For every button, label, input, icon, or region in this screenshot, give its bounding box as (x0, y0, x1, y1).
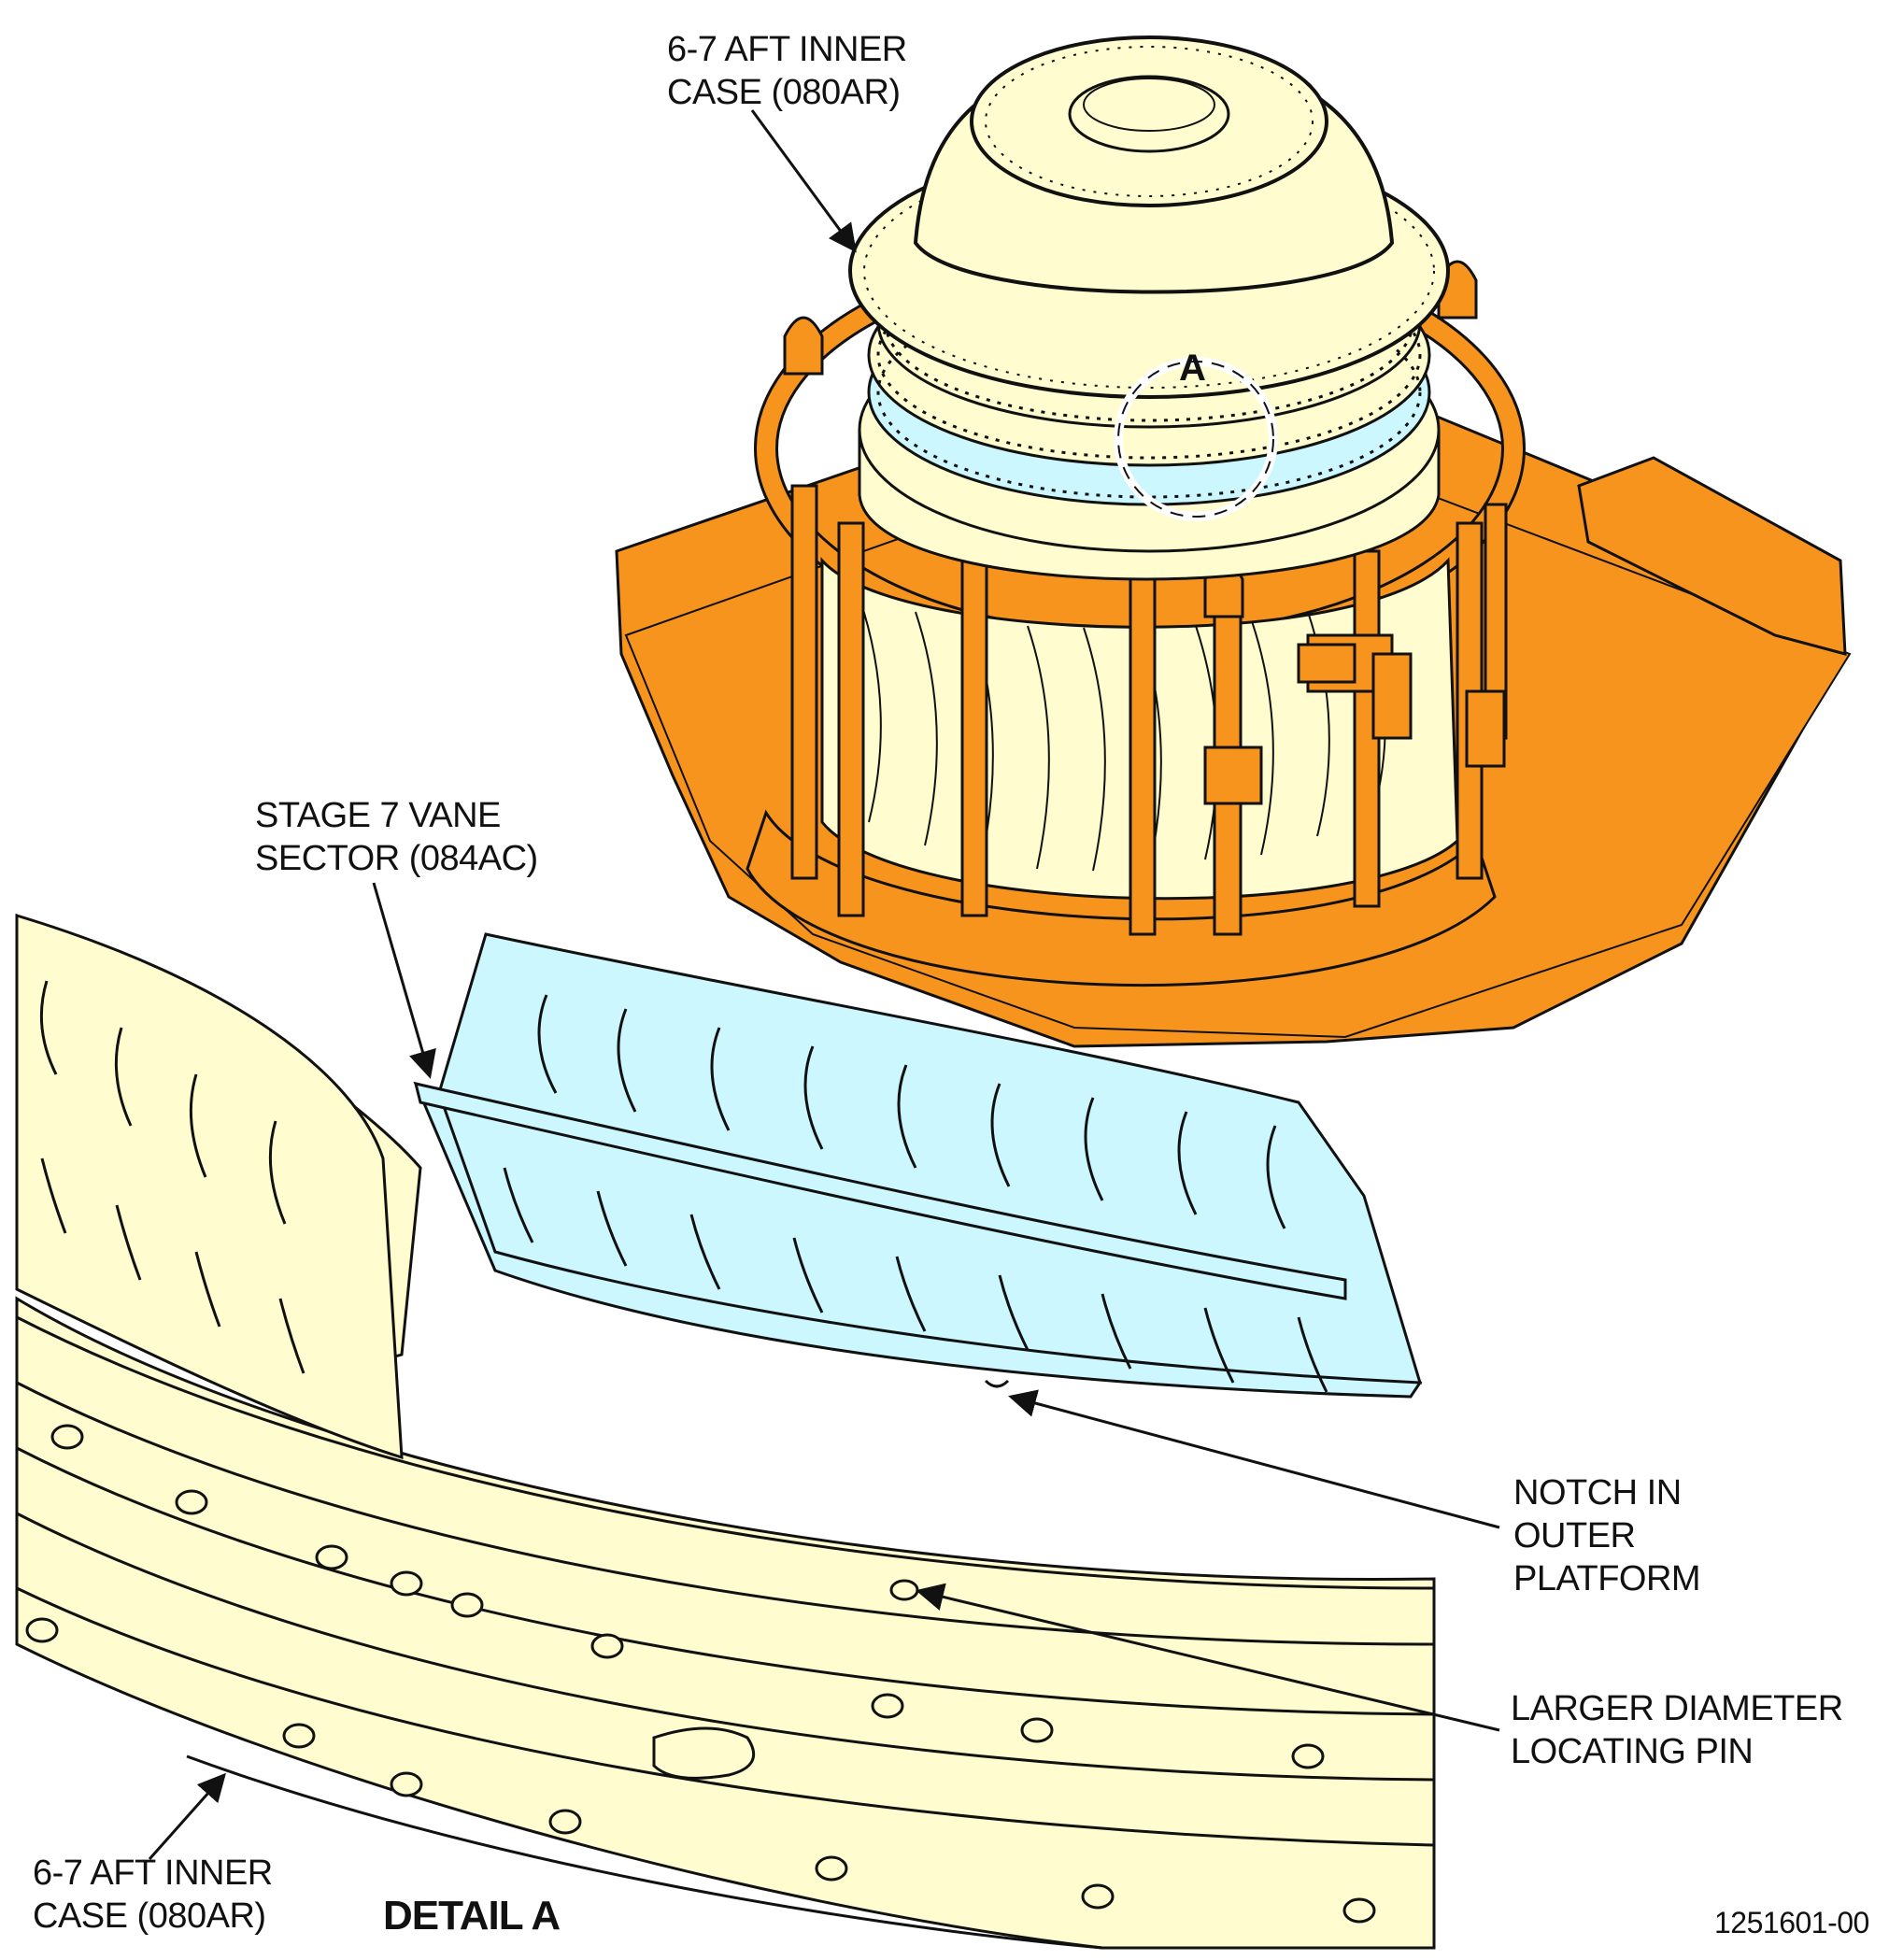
label-line: LOCATING PIN (1511, 1732, 1754, 1771)
detail-case-vanes (39, 980, 305, 1374)
fixture-clamps (783, 260, 1506, 805)
case-bore (1068, 75, 1230, 153)
detail-case-ring (15, 1296, 1436, 1950)
detail-a-aft-inner-case (15, 913, 1436, 1950)
label-line: OUTER (1513, 1516, 1636, 1555)
detail-case-rings (16, 1315, 1435, 1950)
detail-marker-letter: A (1179, 348, 1206, 389)
detail-case-back-wall (15, 913, 404, 1460)
label-stage7-vane-sector: STAGE 7 VANE SECTOR (084AC) (255, 794, 538, 880)
detail-case-boss (652, 1726, 756, 1780)
label-line: CASE (080AR) (667, 73, 901, 112)
leader-notch (1008, 1389, 1500, 1529)
label-line: SECTOR (084AC) (255, 839, 538, 878)
label-line: 6-7 AFT INNER (667, 30, 907, 69)
label-line: CASE (080AR) (33, 1896, 266, 1936)
vane-sector-body (437, 932, 1423, 1385)
label-line: STAGE 7 VANE (255, 796, 501, 835)
detail-title: DETAIL A (383, 1893, 561, 1939)
leader-lines (148, 109, 1500, 1860)
leader-stage7-vane-sector (372, 882, 436, 1079)
figure-id: 1251601-00 (1714, 1906, 1869, 1939)
label-locating-pin: LARGER DIAMETER LOCATING PIN (1511, 1687, 1843, 1773)
label-line: 6-7 AFT INNER (33, 1853, 273, 1893)
leader-aft-inner-case-bottom (148, 1772, 226, 1860)
label-line: PLATFORM (1513, 1559, 1701, 1598)
aft-inner-case-assembly (848, 36, 1450, 581)
vane-sector-airfoils (503, 994, 1328, 1393)
stage7-vane-sector (413, 932, 1423, 1399)
vane-sector-rail (413, 1082, 1347, 1300)
outer-platform-notch (984, 1379, 1010, 1388)
label-line: LARGER DIAMETER (1511, 1689, 1843, 1728)
locating-pin (889, 1579, 919, 1601)
label-aft-inner-case-bottom: 6-7 AFT INNER CASE (080AR) (33, 1852, 273, 1938)
label-notch: NOTCH IN OUTER PLATFORM (1513, 1471, 1701, 1600)
leader-aft-inner-case-top (750, 109, 857, 253)
leader-locating-pin (916, 1583, 1500, 1732)
fixture-columns (790, 484, 1508, 936)
label-line: NOTCH IN (1513, 1473, 1682, 1513)
fixture-side-block (1577, 456, 1847, 656)
detail-case-bolt-holes (25, 1424, 1376, 1924)
label-aft-inner-case-top: 6-7 AFT INNER CASE (080AR) (667, 28, 907, 114)
